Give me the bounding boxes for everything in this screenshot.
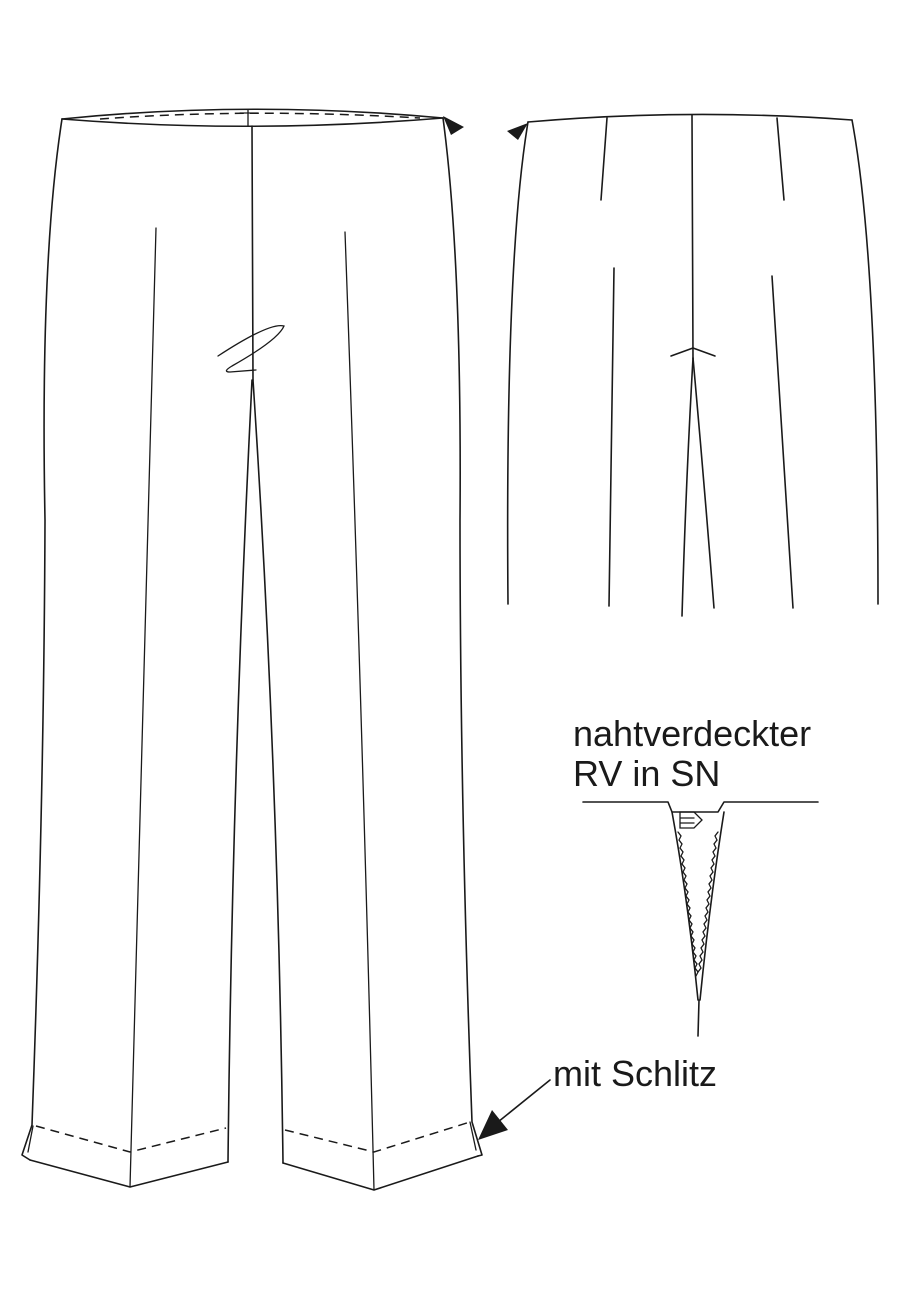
zipper-bottom-seam: [697, 999, 700, 1037]
back-left-dart: [600, 117, 608, 201]
front-view: [21, 108, 483, 1191]
zipper-right-edge: [699, 811, 725, 1001]
front-right-hem-stitching: [284, 1121, 471, 1153]
front-waistband-bottom: [61, 117, 444, 128]
back-waist-side-notch: [507, 123, 528, 140]
zipper-annotation-line1: nahtverdeckter: [573, 713, 812, 754]
front-right-crease: [344, 231, 375, 1191]
back-view: [506, 113, 879, 617]
front-right-side-seam: [442, 117, 483, 1157]
slit-callout: [478, 1079, 551, 1140]
zipper-pull: [679, 811, 703, 829]
back-right-inseam: [692, 357, 715, 609]
front-fly-stitching: [217, 324, 285, 373]
zipper-waist-line: [582, 801, 819, 813]
front-left-hem: [29, 1159, 229, 1188]
zipper-detail: [582, 801, 819, 1037]
front-waistband-top: [61, 108, 444, 120]
front-left-inseam: [227, 379, 253, 1163]
front-right-slit-line: [469, 1121, 477, 1151]
front-center-mark: [239, 109, 259, 127]
back-zipper-end: [670, 347, 716, 357]
front-waist-side-notch: [443, 116, 464, 135]
back-left-side-seam: [506, 121, 529, 605]
front-left-side-seam: [21, 118, 63, 1161]
zipper-teeth-left: [677, 831, 699, 977]
slit-annotation: mit Schlitz: [553, 1053, 718, 1094]
zipper-annotation: nahtverdeckter RV in SN: [573, 714, 811, 794]
zipper-teeth-right: [697, 831, 719, 973]
back-left-inseam: [681, 357, 694, 617]
front-right-inseam: [252, 379, 284, 1164]
back-right-side-seam: [851, 119, 879, 605]
back-right-dart: [776, 117, 785, 201]
back-left-crease: [608, 267, 615, 607]
slit-arrow-head: [478, 1110, 508, 1140]
front-right-hem: [282, 1155, 479, 1191]
slit-arrow-line: [497, 1079, 551, 1123]
front-center-line: [251, 125, 254, 381]
back-waistline: [527, 113, 853, 123]
front-left-crease: [129, 227, 157, 1188]
front-waistband-stitching: [99, 112, 421, 120]
back-center-seam: [691, 114, 694, 359]
zipper-left-edge: [671, 811, 699, 1001]
back-right-crease: [771, 275, 794, 609]
front-left-slit-line: [27, 1125, 34, 1153]
zipper-annotation-line2: RV in SN: [573, 753, 721, 794]
front-left-hem-stitching: [35, 1125, 227, 1153]
